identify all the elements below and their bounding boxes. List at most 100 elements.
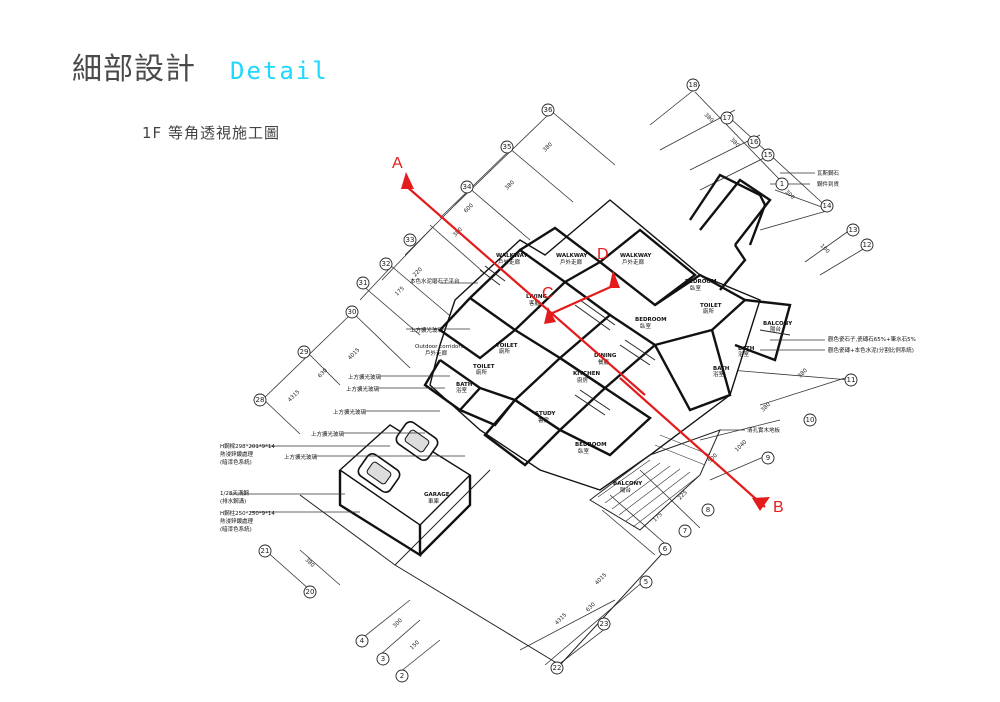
grid-bubble: 22 [550, 661, 564, 675]
grid-bubble: 33 [403, 233, 417, 247]
room-label: TOILET [473, 364, 495, 370]
garage [338, 421, 472, 558]
grid-bubble: 5 [639, 575, 653, 589]
section-cut-aa: A B [392, 155, 784, 516]
car-icon [357, 453, 401, 493]
room-label: GARAGE [424, 492, 450, 498]
svg-text:32: 32 [382, 260, 391, 268]
svg-text:18: 18 [689, 81, 698, 89]
room-label: BEDROOM [575, 442, 607, 448]
grid-bubble: 10 [803, 413, 817, 427]
svg-text:戶外走廊: 戶外走廊 [425, 349, 448, 357]
svg-text:H鋼樑298*201*9*14: H鋼樑298*201*9*14 [220, 442, 275, 450]
grid-bubble: 13 [846, 223, 860, 237]
svg-text:16: 16 [750, 138, 759, 146]
svg-text:380: 380 [304, 557, 316, 569]
svg-text:餐廳: 餐廳 [598, 358, 610, 366]
grid-bubble: 12 [860, 238, 874, 252]
svg-text:33: 33 [406, 236, 415, 244]
svg-text:630: 630 [317, 367, 329, 379]
svg-text:上方擴光玻璃: 上方擴光玻璃 [284, 453, 318, 461]
grid-bubble: 16 [747, 135, 761, 149]
svg-text:7: 7 [683, 527, 687, 535]
svg-text:H鋼柱250*250*9*14: H鋼柱250*250*9*14 [220, 509, 275, 517]
svg-text:9: 9 [766, 454, 770, 462]
svg-text:熱浸鋅鍍處理: 熱浸鋅鍍處理 [220, 517, 254, 525]
section-cut-cd: C D [542, 246, 620, 324]
svg-text:瓦斯鋼石: 瓦斯鋼石 [817, 169, 840, 177]
building-walls [423, 173, 792, 491]
svg-text:15: 15 [764, 151, 773, 159]
room-label: KITCHEN [573, 371, 600, 377]
svg-text:本色水泥磨石子平台: 本色水泥磨石子平台 [410, 277, 460, 285]
svg-text:3: 3 [381, 655, 385, 663]
grid-bubble: 29 [297, 345, 311, 359]
svg-text:浴室: 浴室 [738, 350, 750, 358]
section-marker-a: A [392, 155, 403, 172]
svg-text:4: 4 [360, 637, 365, 645]
svg-text:戶外走廊: 戶外走廊 [622, 258, 645, 266]
svg-text:380: 380 [703, 112, 715, 124]
room-label: WALKWAY [620, 253, 652, 259]
section-marker-d: D [597, 246, 609, 263]
grid-bubble: 7 [678, 524, 692, 538]
room-label: BATH [713, 366, 730, 372]
section-marker-b: B [773, 499, 784, 516]
svg-text:8: 8 [706, 506, 710, 514]
grid-bubble: 20 [303, 585, 317, 599]
svg-text:(排水鋼溝): (排水鋼溝) [220, 497, 246, 505]
svg-text:10: 10 [806, 416, 815, 424]
svg-text:上方擴光玻璃: 上方擴光玻璃 [346, 385, 380, 393]
leader-lines [230, 172, 825, 513]
svg-text:12: 12 [863, 241, 872, 249]
svg-text:上方擴光玻璃: 上方擴光玻璃 [348, 373, 382, 381]
svg-text:600: 600 [463, 202, 475, 214]
grid-bubble: 21 [258, 544, 272, 558]
svg-text:廁所: 廁所 [499, 347, 511, 355]
svg-text:臥室: 臥室 [640, 322, 652, 330]
room-label: STUDY [535, 411, 556, 417]
grid-bubble: 3 [376, 652, 390, 666]
room-label: WALKWAY [496, 253, 528, 259]
svg-text:書房: 書房 [538, 416, 550, 424]
svg-text:廁所: 廁所 [476, 368, 488, 376]
svg-text:36: 36 [544, 106, 553, 114]
svg-text:戶外走廊: 戶外走廊 [560, 258, 583, 266]
svg-text:上方擴光玻璃: 上方擴光玻璃 [333, 408, 367, 416]
room-label: Outdoor corridors [415, 344, 464, 350]
grid-bubble: 36 [541, 103, 555, 117]
svg-text:車庫: 車庫 [428, 497, 440, 505]
svg-text:鋼件到貨: 鋼件到貨 [817, 180, 840, 188]
svg-text:臥室: 臥室 [578, 447, 590, 455]
svg-text:21: 21 [261, 547, 270, 555]
svg-text:380: 380 [760, 401, 772, 413]
grid-bubble: 35 [500, 140, 514, 154]
svg-text:175: 175 [394, 285, 406, 297]
grid-bubble: 23 [597, 617, 611, 631]
drawing-subtitle: 1F 等角透視施工圖 [142, 124, 280, 142]
room-label: TOILET [496, 343, 518, 349]
svg-text:300: 300 [784, 189, 796, 201]
svg-text:2: 2 [400, 672, 404, 680]
room-label: DINING [594, 353, 617, 359]
room-label: BEDROOM [685, 279, 717, 285]
svg-text:150: 150 [409, 639, 421, 651]
grid-bubble: 32 [379, 257, 393, 271]
title-english: Detail [230, 57, 329, 85]
room-label: LIVING [526, 294, 547, 300]
svg-text:臥室: 臥室 [690, 284, 702, 292]
room-label: BALCONY [613, 481, 643, 487]
svg-text:(暗漆色系統): (暗漆色系統) [220, 458, 252, 466]
svg-text:(暗漆色系統): (暗漆色系統) [220, 525, 252, 533]
svg-text:1: 1 [780, 180, 784, 188]
svg-text:廚房: 廚房 [577, 376, 589, 384]
grid-bubble: 14 [820, 199, 834, 213]
svg-text:5: 5 [644, 578, 648, 586]
svg-text:客廳: 客廳 [529, 299, 541, 307]
grid-bubble: 31 [356, 276, 370, 290]
svg-text:23: 23 [600, 620, 609, 628]
room-label: WALKWAY [556, 253, 588, 259]
grid-bubble: 6 [658, 542, 672, 556]
svg-text:觀色瓷磚+本色水泥(分割比例系統): 觀色瓷磚+本色水泥(分割比例系統) [828, 346, 914, 354]
grid-bubble: 8 [701, 503, 715, 517]
